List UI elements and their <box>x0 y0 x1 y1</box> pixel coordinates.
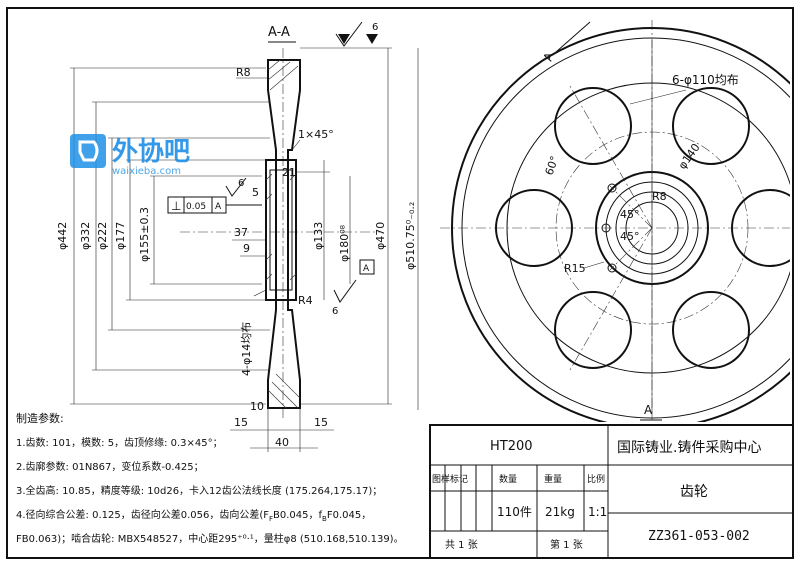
drawing-number: ZZ361-053-002 <box>648 529 750 544</box>
company: 国际铸业.铸件采购中心 <box>617 440 761 456</box>
logo-url: waixieba.com <box>112 166 181 177</box>
part-name: 齿轮 <box>680 484 708 500</box>
section-label: A-A <box>268 25 290 40</box>
dim-r4: R4 <box>298 294 313 307</box>
sheet-number: 第 1 张 <box>550 538 583 551</box>
dim-15-right: 15 <box>314 416 328 429</box>
svg-text:6: 6 <box>372 22 378 33</box>
dim-15-left: 15 <box>234 416 248 429</box>
logo-icon <box>70 134 106 168</box>
dim-r15: R15 <box>564 262 586 275</box>
dim-chamfer: 1×45° <box>298 128 334 141</box>
tolerance-frame: ⊥ 0.05 A <box>167 196 262 214</box>
dim-45-b: 45° <box>620 230 640 243</box>
dim-9: 9 <box>243 242 250 255</box>
note-3: 3.全齿高: 10.85，精度等级: 10d26，卡入12齿公法线长度 (175… <box>16 484 382 497</box>
dim-d155: φ155±0.3 <box>138 207 151 262</box>
dim-6-holes: 6-φ110均布 <box>672 73 739 87</box>
material: HT200 <box>490 439 533 454</box>
note-4: 4.径向综合公差: 0.125，齿径向公差0.056，齿向公差(FFB0.045… <box>16 508 371 523</box>
svg-text:A: A <box>363 264 370 274</box>
header-tuyang: 图样标记 <box>432 473 468 485</box>
dim-45-a: 45° <box>620 208 640 221</box>
dim-37: 37 <box>234 226 248 239</box>
dim-60: 60° <box>543 154 562 177</box>
dim-d442: φ442 <box>56 222 69 250</box>
dim-d180: φ180⁰⁸ <box>338 224 351 262</box>
header-zhongliang: 重量 <box>544 473 562 485</box>
dim-4-holes: 4-φ14均布 <box>240 322 253 376</box>
note-5: FB0.063)；啮合齿轮: MBX548527，中心距295⁺⁰·¹，量柱φ8… <box>16 532 404 545</box>
note-2: 2.齿廓参数: 01N867，变位系数-0.425； <box>16 460 204 473</box>
dim-21: 21 <box>282 166 296 179</box>
notes-title: 制造参数: <box>16 411 64 425</box>
dim-d140: φ140 <box>676 141 703 172</box>
svg-text:⊥: ⊥ <box>171 199 181 213</box>
dim-d510: φ510.75⁰₋₀.₂ <box>404 202 417 270</box>
quantity: 110件 <box>497 505 532 519</box>
dim-d222: φ222 <box>96 222 109 250</box>
header-shuliang: 数量 <box>499 473 517 485</box>
svg-text:6: 6 <box>332 306 338 317</box>
view-arrow-a-bottom: A <box>644 403 653 417</box>
note-1: 1.齿数: 101，模数: 5，齿顶修缘: 0.3×45°； <box>16 436 223 449</box>
dim-d133: φ133 <box>312 222 325 250</box>
weight: 21kg <box>545 505 575 519</box>
title-block: HT200 国际铸业.铸件采购中心 图样标记 数量 重量 比例 齿轮 110件 … <box>429 424 794 559</box>
front-view: A A 6-φ110均布 φ140 R8 45° 45° R15 60° <box>440 20 790 422</box>
svg-text:6: 6 <box>238 178 244 189</box>
logo: 外协吧 waixieba.com <box>70 134 190 177</box>
header-bili: 比例 <box>587 473 605 485</box>
section-view: A-A <box>56 21 419 452</box>
dim-r8-right: R8 <box>652 190 667 203</box>
dim-d470: φ470 <box>374 222 387 250</box>
svg-text:0.05: 0.05 <box>186 202 206 212</box>
scale: 1:1 <box>588 505 607 519</box>
datum-box <box>359 259 375 275</box>
total-sheets: 共 1 张 <box>445 539 478 551</box>
roughness-marks: 6 6 6 <box>225 21 378 317</box>
dim-40: 40 <box>275 436 289 449</box>
svg-text:A: A <box>215 202 222 212</box>
dim-r8-top: R8 <box>236 66 251 79</box>
manufacturing-notes: 制造参数: 1.齿数: 101，模数: 5，齿顶修缘: 0.3×45°； 2.齿… <box>16 411 404 545</box>
dim-d177: φ177 <box>114 222 127 250</box>
sheet-border <box>6 7 794 559</box>
section-hatching <box>265 59 301 409</box>
dim-10: 10 <box>250 400 264 413</box>
logo-name: 外协吧 <box>112 137 190 167</box>
dim-5: 5 <box>252 186 259 199</box>
dim-d332: φ332 <box>79 222 92 250</box>
